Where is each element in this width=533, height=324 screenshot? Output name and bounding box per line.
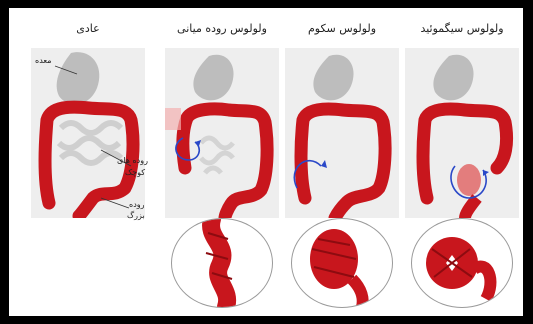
label-small-intestine-1: روده های bbox=[117, 156, 148, 165]
midgut-zoom-circle bbox=[171, 218, 273, 308]
stomach-shape bbox=[57, 52, 100, 104]
cecal-zoom-circle bbox=[291, 218, 393, 308]
panel-title-sigmoid: ولولوس سیگموئید bbox=[403, 22, 521, 35]
twisted-cecum-shape bbox=[310, 229, 358, 289]
sigmoid-anatomy-illustration bbox=[405, 48, 519, 218]
label-stomach: معده bbox=[35, 56, 52, 65]
panel-midgut-volvulus: ولولوس روده میانی bbox=[163, 22, 281, 306]
midgut-anatomy-illustration bbox=[165, 48, 279, 218]
cecal-anatomy-illustration bbox=[285, 48, 399, 218]
panel-normal: عادی مع bbox=[29, 22, 147, 306]
label-large-intestine-2: بزرگ bbox=[127, 211, 145, 220]
small-intestine-shape bbox=[59, 123, 121, 163]
panel-title-cecal: ولولوس سکوم bbox=[283, 22, 401, 35]
panel-cecal-volvulus: ولولوس سکوم bbox=[283, 22, 401, 306]
panel-title-midgut: ولولوس روده میانی bbox=[163, 22, 281, 35]
colon-shape bbox=[183, 109, 267, 218]
label-small-intestine-2: کوچک bbox=[125, 168, 145, 177]
diagram-canvas: عادی مع bbox=[9, 8, 523, 316]
sigmoid-zoom-circle bbox=[411, 218, 513, 308]
twisted-bowel-shape bbox=[211, 219, 227, 307]
normal-anatomy-illustration: معده روده های کوچک روده بزرگ bbox=[31, 48, 145, 218]
panel-sigmoid-volvulus: ولولوس سیگموئید bbox=[403, 22, 521, 306]
label-large-intestine-1: روده bbox=[129, 200, 144, 209]
colon-shape bbox=[301, 109, 385, 218]
panel-title-normal: عادی bbox=[29, 22, 147, 35]
